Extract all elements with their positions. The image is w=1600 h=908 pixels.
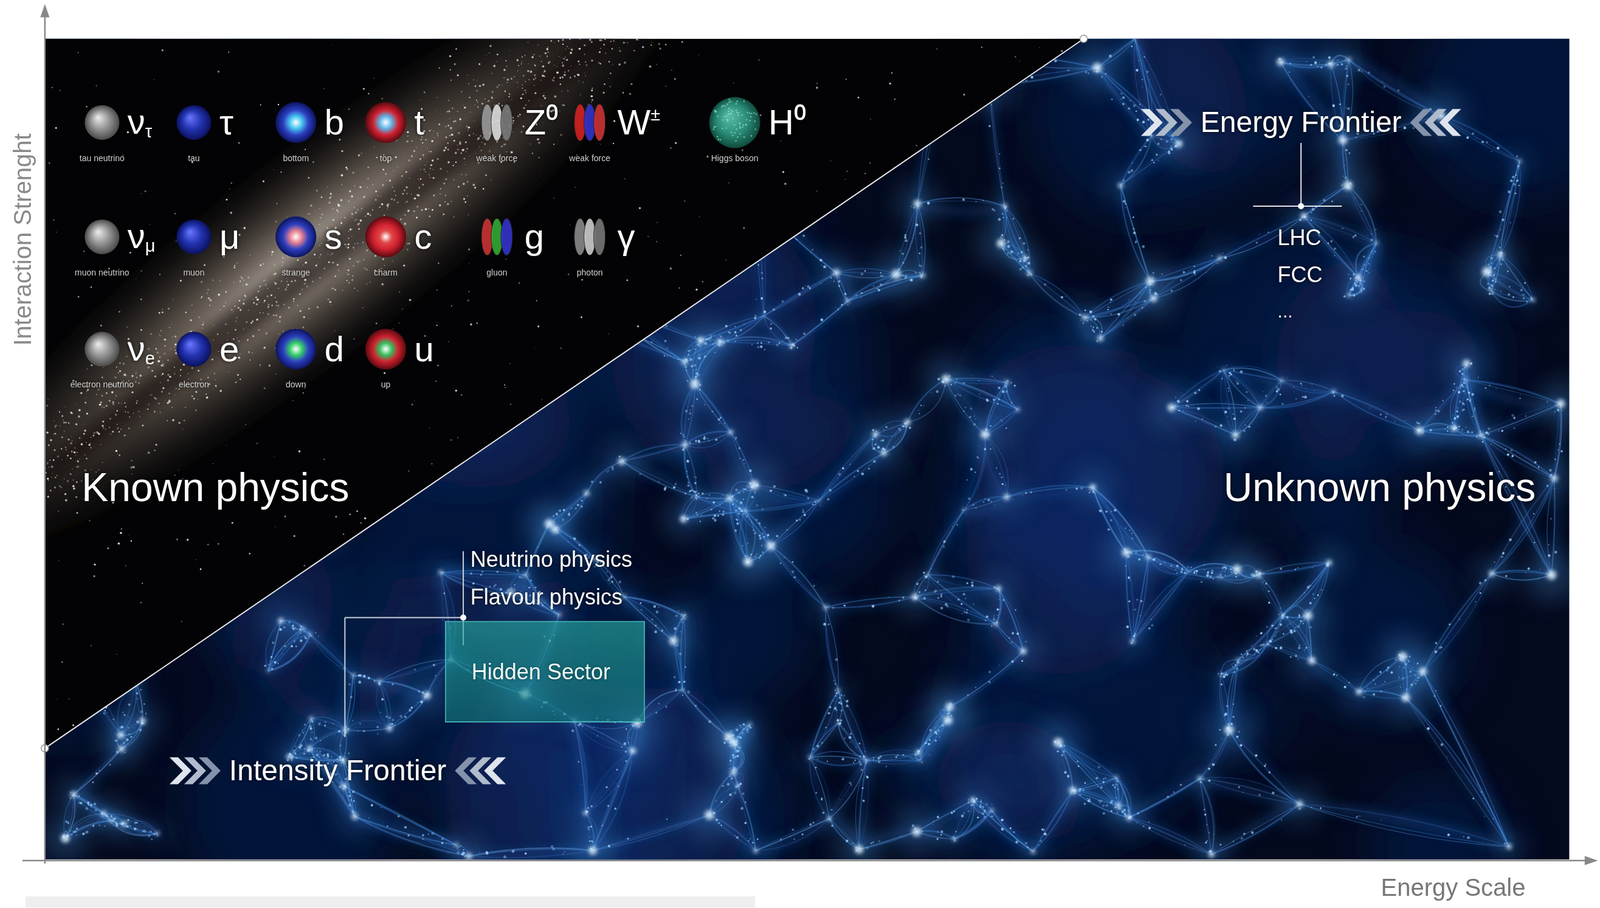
cosmic-web [792,561,794,563]
cosmic-web [1433,694,1436,697]
cosmic-web [781,300,785,303]
cosmic-web [1494,234,1496,236]
cosmic-web [1206,272,1207,273]
cosmic-web [779,838,782,841]
cosmic-web [850,783,853,786]
cosmic-web [106,711,108,714]
cosmic-web [1479,592,1482,594]
cosmic-web [1133,313,1137,317]
cosmic-web [1130,168,1134,173]
cosmic-web [975,686,977,689]
cosmic-web [606,786,608,788]
cosmic-web [85,806,89,810]
cosmic-web [795,519,799,522]
cosmic-web [274,660,277,664]
cosmic-web [756,345,760,349]
cosmic-web [391,683,394,686]
cosmic-web [835,306,837,308]
cosmic-web [1472,796,1475,799]
cosmic-web [832,700,835,702]
cosmic-web [919,232,922,235]
cosmic-web [744,801,746,803]
cosmic-web [1525,572,1527,574]
cosmic-web [817,820,819,821]
cosmic-web [827,711,831,715]
cosmic-web [1524,282,1526,284]
cosmic-web [299,638,303,642]
cosmic-web [99,769,101,771]
cosmic-web [1280,818,1283,821]
cosmic-web [1258,649,1261,651]
cosmic-web [1471,132,1475,135]
cosmic-web [443,592,445,594]
cosmic-web [1235,380,1238,382]
cosmic-web [760,271,763,275]
cosmic-web [1458,400,1462,403]
cosmic-web [995,467,997,469]
grey-bar [25,896,756,907]
cosmic-web [1097,786,1098,787]
cosmic-web [301,729,303,731]
cosmic-web [401,716,404,719]
